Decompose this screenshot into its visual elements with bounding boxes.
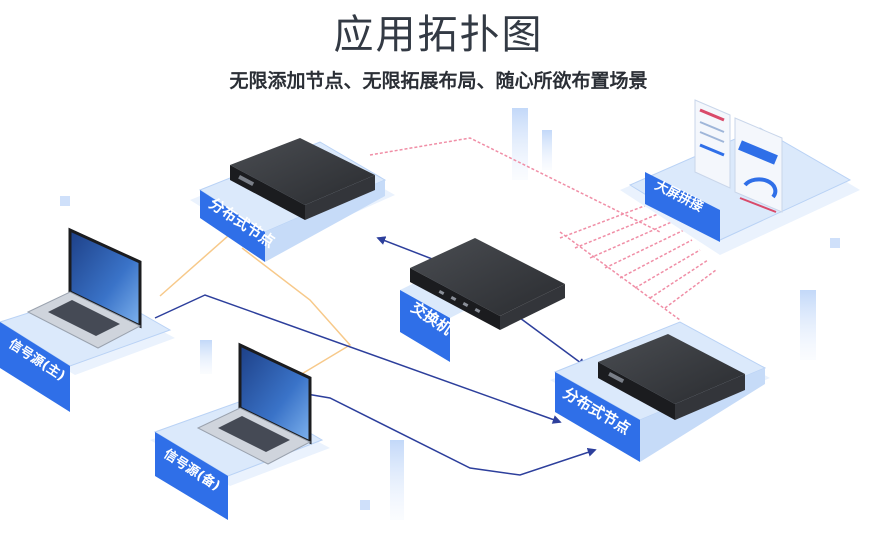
platform-label-face <box>555 372 640 462</box>
switch-label-face <box>400 290 450 362</box>
device-indicator <box>238 175 255 187</box>
decor-pillar <box>200 340 212 374</box>
link-wall-feed <box>604 229 685 269</box>
link-wall-feed <box>649 259 709 299</box>
switch-device <box>410 238 565 316</box>
link-switch-to-bottom-node <box>519 317 587 368</box>
laptop-keys <box>218 416 290 452</box>
top-node-device <box>230 138 375 205</box>
link-top-node-backup-source <box>241 247 352 376</box>
top-node-group[interactable]: 分布式节点 <box>190 138 395 262</box>
link-node-to-wall <box>369 137 661 233</box>
device-front <box>230 165 305 220</box>
device-indicator <box>608 372 625 384</box>
link-wall-feed <box>619 239 693 279</box>
decor-cube <box>60 196 70 206</box>
decor-pillar <box>390 440 404 520</box>
link-main-source-to-bottom-node <box>154 294 562 424</box>
bottom-node-device <box>598 334 745 404</box>
switch-ports <box>438 290 481 313</box>
link-wall-feed <box>559 199 661 239</box>
decor-pillar <box>542 130 552 170</box>
backup-source-group[interactable]: 信号源(备) <box>150 342 330 520</box>
wall-label-face <box>645 172 720 242</box>
platform-label-face <box>0 322 70 412</box>
decor-cube <box>360 500 370 510</box>
bottom-node-group[interactable]: 分布式节点 <box>550 321 770 462</box>
platform-label-face <box>155 432 228 520</box>
decor-cube <box>830 238 840 248</box>
link-wall-feed <box>589 219 677 259</box>
main-source-group[interactable]: 信号源(主) <box>0 227 175 412</box>
wall-screen-content <box>699 108 778 213</box>
switch-side <box>500 284 565 330</box>
decor-pillar <box>512 108 528 180</box>
link-wall-feed <box>664 269 717 309</box>
platform-side <box>265 180 385 262</box>
decor-pillars <box>60 108 840 520</box>
link-wall-feed <box>634 249 701 289</box>
device-side <box>675 374 745 420</box>
wall-screen-panel <box>694 99 731 189</box>
page-title: 应用拓扑图 <box>333 12 544 58</box>
device-side <box>305 175 375 220</box>
link-switch-to-top-node <box>376 236 441 263</box>
link-wall-feed <box>574 209 669 249</box>
platform-label-face <box>200 190 265 262</box>
decor-pillar <box>800 290 816 360</box>
switch-group[interactable]: 交换机 <box>400 238 565 362</box>
laptop-keys <box>48 300 120 336</box>
link-backup-source-to-bottom-node <box>294 391 597 476</box>
video-wall-group[interactable]: 大屏拼接 <box>620 99 860 255</box>
wall-screen-panel <box>734 117 783 213</box>
page-subtitle: 无限添加节点、无限拓展布局、随心所欲布置场景 <box>229 70 648 92</box>
